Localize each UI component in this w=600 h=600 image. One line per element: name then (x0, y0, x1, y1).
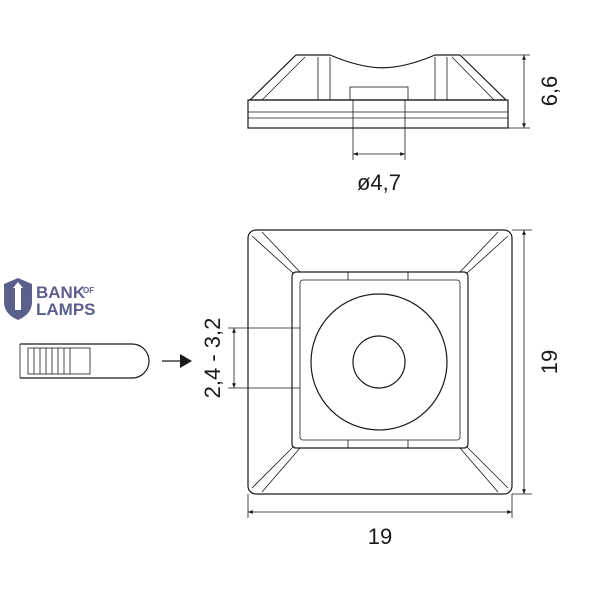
top-view: 19 19 2,4 - 3,2 (200, 229, 562, 549)
insert-arrow-icon (180, 354, 192, 368)
side-base (247, 99, 509, 129)
outer-boss-circle (310, 293, 448, 431)
top-inner-square (291, 271, 469, 449)
cable-tie (19, 343, 192, 379)
logo-line1-small: OF (83, 286, 94, 295)
side-body (248, 54, 508, 101)
side-view: ø4,7 6,6 (247, 54, 562, 195)
cable-tie-body (20, 343, 150, 379)
height-label: 19 (537, 350, 562, 374)
width-label: 19 (368, 524, 392, 549)
logo-line2: LAMPS (36, 300, 96, 319)
logo-line1: BANK (36, 283, 86, 302)
top-outer-square (247, 229, 513, 495)
tie-width-label: 2,4 - 3,2 (200, 318, 225, 399)
side-height-label: 6,6 (537, 76, 562, 107)
hole-diameter-label: ø4,7 (357, 170, 401, 195)
center-hole-circle (352, 335, 406, 389)
bank-of-lamps-logo: BANK OF LAMPS (4, 278, 96, 320)
